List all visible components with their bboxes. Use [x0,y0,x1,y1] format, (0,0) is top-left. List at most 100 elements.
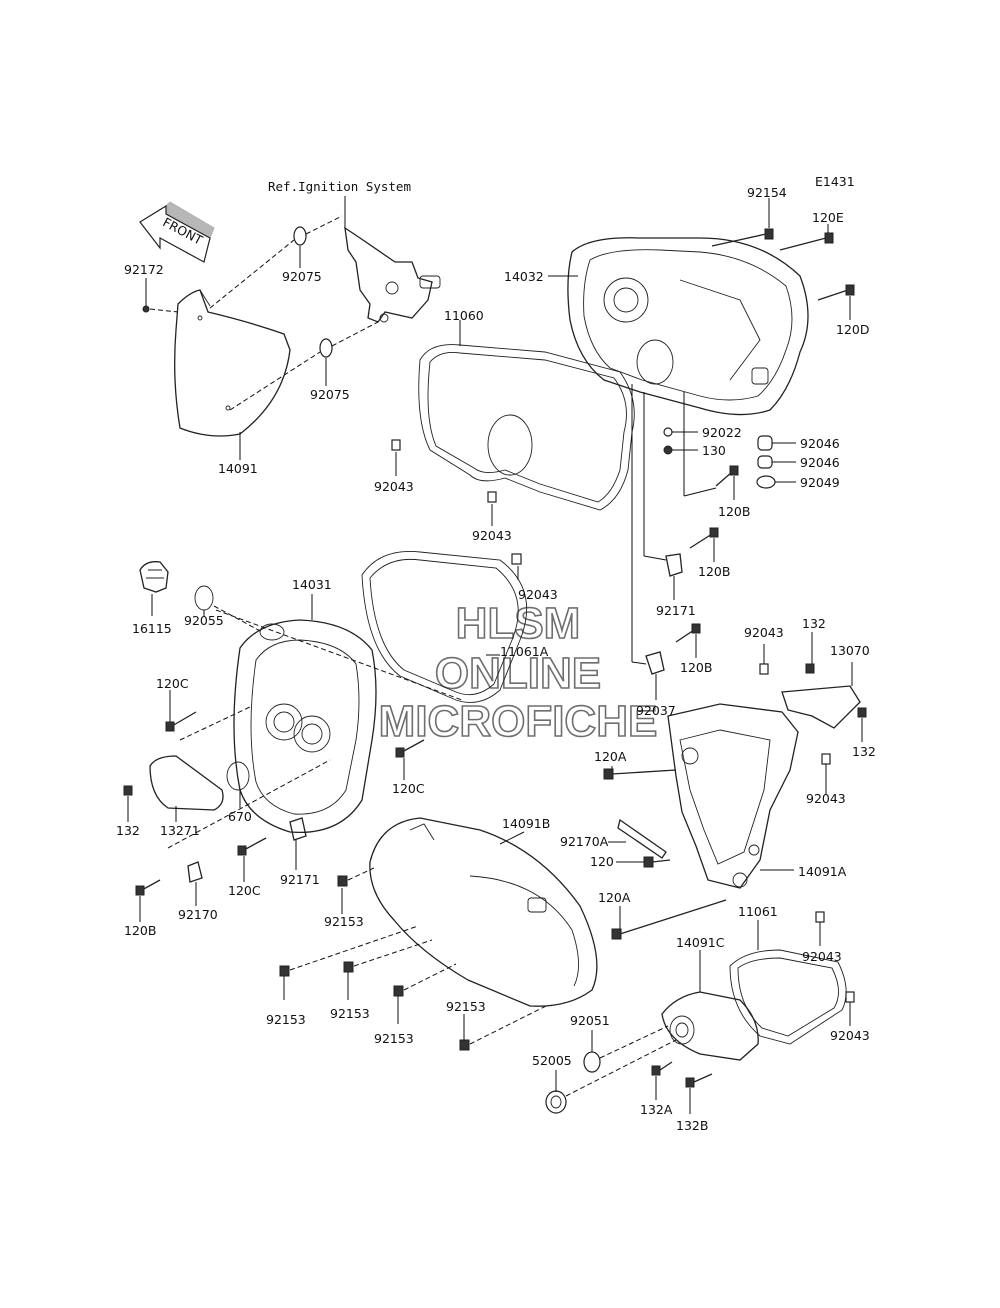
label-92046-b: 92046 [800,455,840,470]
front-arrow-icon: FRONT [139,201,215,263]
gasket-11060 [418,344,635,511]
reference-note: Ref.Ignition System [268,179,411,194]
label-11060: 11060 [444,308,484,323]
label-92055: 92055 [184,613,224,628]
label-14032: 14032 [504,269,544,284]
label-92154: 92154 [747,185,787,200]
label-92037: 92037 [636,703,676,718]
label-120B-c: 120B [680,660,712,675]
cover-14091B [369,817,598,1007]
bolt-132-left [123,785,133,796]
label-14091C: 14091C [676,935,725,950]
watermark-line3: MICROFICHE [379,697,658,746]
dowel-92043-d [759,663,769,675]
dowel-92043-f [815,911,825,923]
bolt-120 [643,856,671,868]
bolt-120B-middle [689,527,719,549]
label-132-left: 132 [116,823,140,838]
label-14031: 14031 [292,577,332,592]
label-92075-lower: 92075 [310,387,350,402]
label-132B: 132B [676,1118,708,1133]
dowel-92043-b [487,491,497,503]
clamp-92037 [645,651,665,675]
cover-14091C [661,991,759,1061]
label-92153-d: 92153 [374,1031,414,1046]
label-120E: 120E [812,210,844,225]
rod-92170A [617,818,667,859]
watermark-line2: ONLINE [435,649,601,698]
bolt-132A [651,1065,661,1076]
label-92043-d: 92043 [744,625,784,640]
bolt-92153-3 [343,939,433,973]
label-13070: 13070 [830,643,870,658]
label-92170: 92170 [178,907,218,922]
bracket-14091A [667,703,799,889]
screw-92172 [142,305,150,313]
diagram-code: E1431 [815,174,855,189]
seal-52005 [545,1090,567,1114]
plate-13070 [781,685,861,729]
cover-14031 [233,619,377,834]
label-92043-b: 92043 [472,528,512,543]
label-92153-b: 92153 [266,1012,306,1027]
dowel-92043-e [821,753,831,765]
ignition-bracket [344,196,441,323]
label-132-upper: 132 [802,616,826,631]
label-120C-a: 120C [156,676,189,691]
o-ring-92055 [194,585,214,611]
label-11061A: 11061A [500,644,549,659]
o-ring-670 [226,761,250,791]
seal-92051 [583,1051,601,1073]
bolt-132-upper [805,663,815,674]
part-labels: 92154 120E 14032 120D 92172 92075 92075 … [116,185,876,1133]
label-92043-c: 92043 [518,587,558,602]
label-120A-upper: 120A [594,749,627,764]
label-120B-d: 120B [124,923,156,938]
label-120C-b: 120C [392,781,425,796]
dowel-92043-c [511,553,522,565]
bolt-92154 [711,228,774,247]
label-132-right: 132 [852,744,876,759]
label-92075-upper: 92075 [282,269,322,284]
label-670: 670 [228,809,252,824]
label-14091: 14091 [218,461,258,476]
label-92170A: 92170A [560,834,609,849]
cover-14091 [174,289,291,437]
bolt-92153-1 [337,867,375,887]
label-14091B: 14091B [502,816,550,831]
label-92153-a: 92153 [324,914,364,929]
label-92043-g: 92043 [830,1028,870,1043]
label-92153-e: 92153 [446,999,486,1014]
bolt-132-right [857,707,867,718]
bushing-92046-a [757,435,773,451]
label-132A: 132A [640,1102,673,1117]
label-11061: 11061 [738,904,778,919]
leader-lines [127,198,863,1114]
label-120: 120 [590,854,614,869]
clamp-92170 [187,861,203,883]
cap-16115 [139,561,169,593]
bolt-92153-4 [393,963,457,997]
bushing-92046-b [757,455,773,469]
label-14091A: 14091A [798,864,847,879]
bolt-120B-lower [675,623,701,643]
washer-92022 [663,427,673,437]
label-120A-lower: 120A [598,890,631,905]
dowel-92043-a [391,439,401,451]
label-92049: 92049 [800,475,840,490]
long-bolt-120A-upper [603,768,677,780]
label-92051: 92051 [570,1013,610,1028]
plate-13271 [149,755,224,811]
bolt-120B-upper [715,465,739,487]
bolt-120C-right [395,739,425,758]
bolt-120C-lower [237,837,267,856]
bolt-120D [817,284,855,301]
dowel-92043-g [845,991,855,1003]
label-92043-a: 92043 [374,479,414,494]
label-92171-upper: 92171 [656,603,696,618]
label-120B-a: 120B [718,504,750,519]
clamp-92171-upper [665,553,683,577]
label-92046-a: 92046 [800,436,840,451]
bolt-120B-left [135,879,161,896]
